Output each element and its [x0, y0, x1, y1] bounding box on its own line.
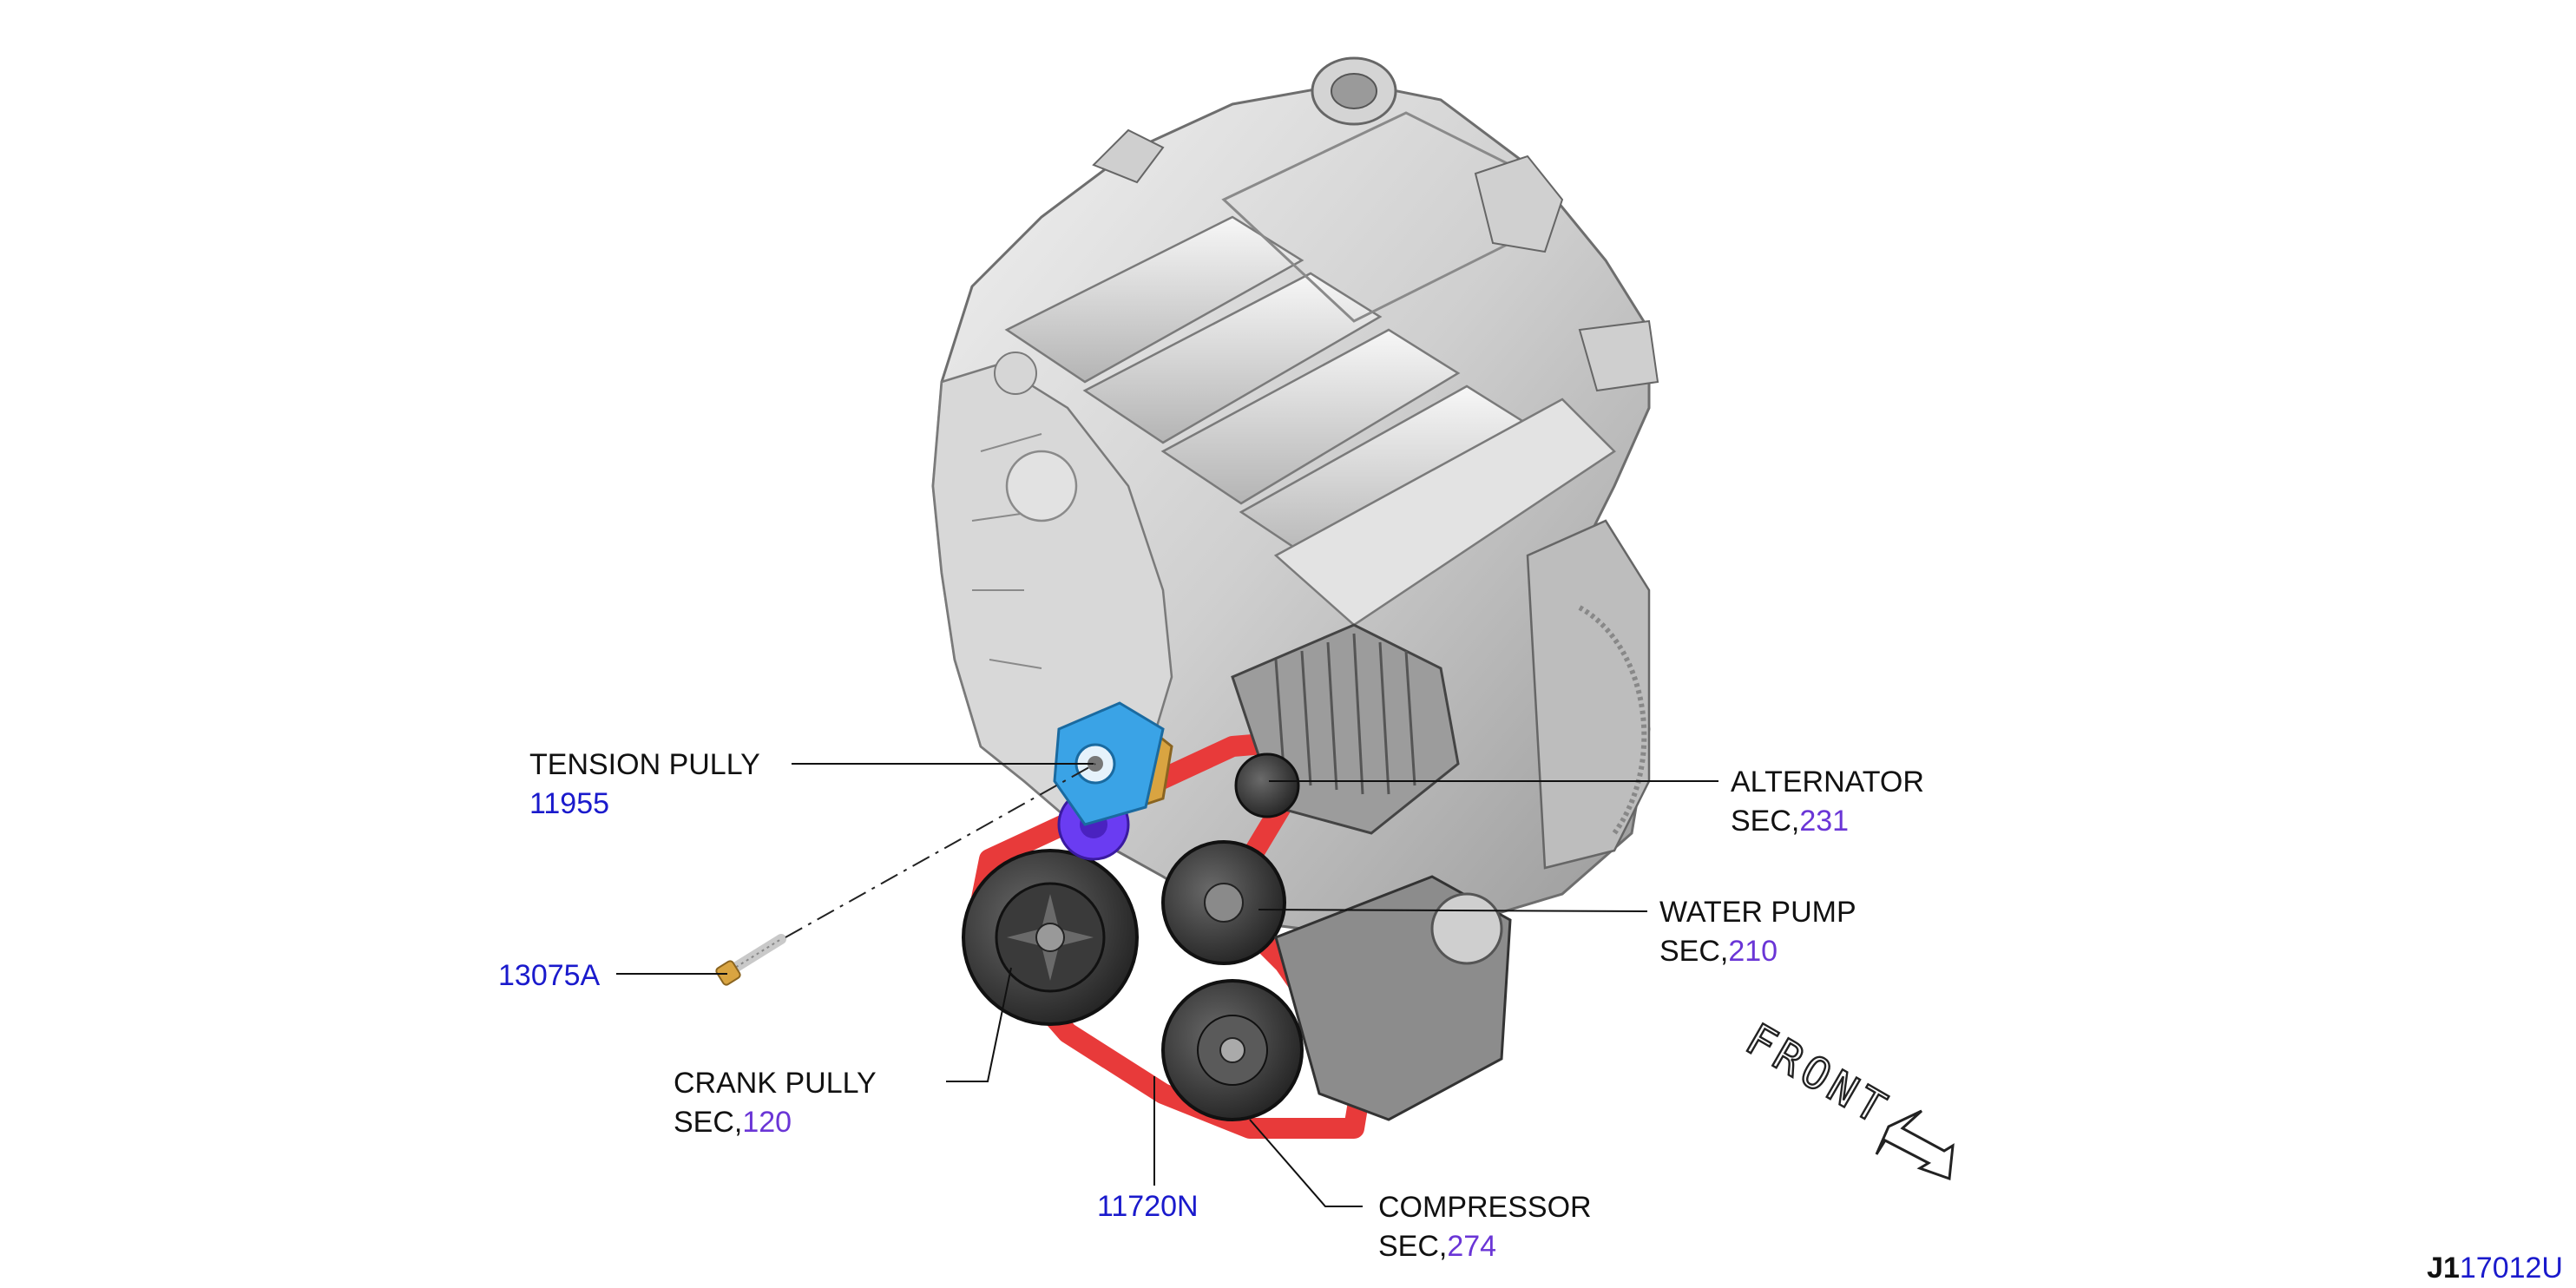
crank-pully-name: CRANK PULLY [674, 1067, 877, 1100]
tension-pully-name: TENSION PULLY [529, 748, 760, 781]
leader-lines [616, 763, 1718, 1207]
leader-crank-pully [946, 967, 1012, 1082]
compressor-name: COMPRESSOR [1378, 1191, 1592, 1224]
front-text: FRONT [1738, 1014, 1898, 1135]
belt-part-number[interactable]: 11720N [1097, 1190, 1199, 1223]
accessory-drive [715, 623, 1512, 1139]
crank-pully-section-ref: SEC,120 [674, 1106, 792, 1139]
alternator-sec-prefix: SEC, [1731, 805, 1799, 838]
alternator-section-ref: SEC,231 [1731, 805, 1849, 838]
callout-tension-pully: TENSION PULLY 11955 [529, 748, 760, 820]
callout-water-pump: WATER PUMP SEC,210 [1659, 896, 1856, 968]
crank-pully-section-link[interactable]: 120 [742, 1106, 792, 1139]
compressor-section-ref: SEC,274 [1378, 1230, 1496, 1263]
figure-code: J117012U [2427, 1252, 2563, 1285]
tension-pulley [1053, 701, 1173, 861]
alternator-name: ALTERNATOR [1731, 766, 1924, 798]
leader-water-pump [1258, 909, 1648, 912]
tension-pully-part-number[interactable]: 11955 [529, 787, 609, 820]
crank-pulley [962, 849, 1139, 1026]
water-pump-section-ref: SEC,210 [1659, 935, 1778, 968]
leader-compressor [1249, 1119, 1363, 1207]
bolt-center-line [785, 763, 1096, 938]
crank-pully-sec-prefix: SEC, [674, 1106, 742, 1139]
figure-code-number: 17012U [2460, 1252, 2563, 1285]
water-pump-section-link[interactable]: 210 [1728, 935, 1778, 968]
compressor [1161, 875, 1512, 1121]
callout-belt: 11720N [1097, 1190, 1199, 1223]
alternator-pulley [1234, 752, 1300, 818]
compressor-section-link[interactable]: 274 [1447, 1230, 1496, 1263]
bolt [715, 934, 786, 986]
figure-code-prefix: J1 [2427, 1252, 2460, 1285]
flywheel-housing [1526, 519, 1651, 870]
water-pump-sec-prefix: SEC, [1659, 935, 1728, 968]
callout-bolt: 13075A [498, 959, 601, 992]
throttle-body [1092, 56, 1397, 184]
compressor-sec-prefix: SEC, [1378, 1230, 1447, 1263]
callout-alternator: ALTERNATOR SEC,231 [1731, 766, 1924, 838]
front-indicator: FRONT [1737, 1013, 1955, 1181]
front-arrow-icon [1875, 1109, 1955, 1181]
callout-compressor: COMPRESSOR SEC,274 [1378, 1191, 1592, 1263]
bolt-part-number[interactable]: 13075A [498, 959, 601, 992]
water-pump [1161, 840, 1286, 965]
alternator-section-link[interactable]: 231 [1799, 805, 1849, 838]
water-pump-name: WATER PUMP [1659, 896, 1856, 929]
callout-crank-pully: CRANK PULLY SEC,120 [674, 1067, 877, 1139]
